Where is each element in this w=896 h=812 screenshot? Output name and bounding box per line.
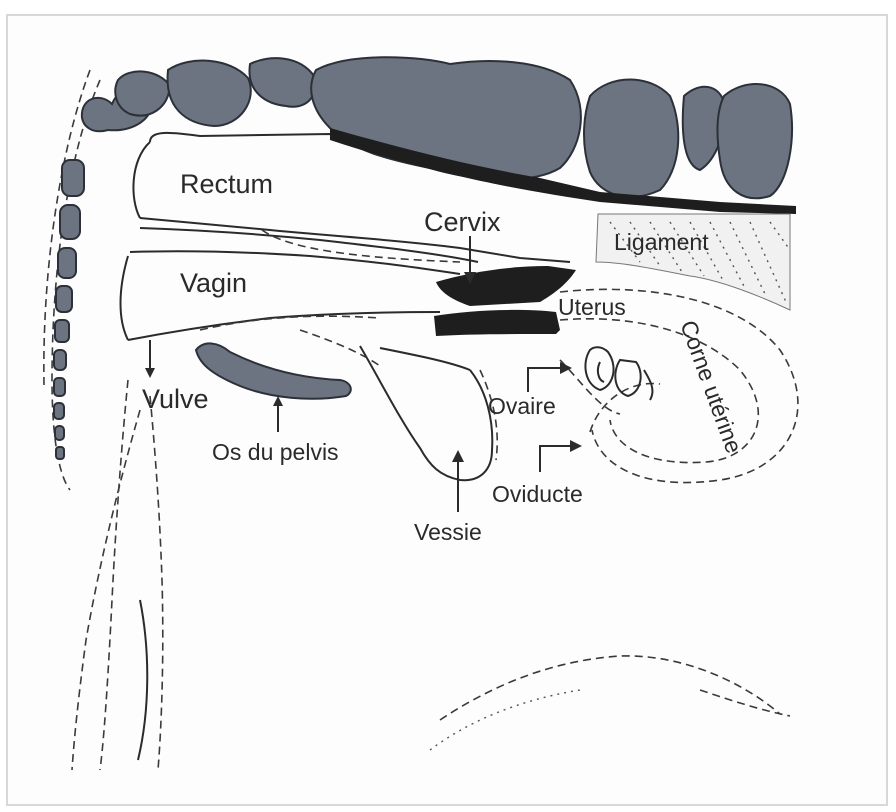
oviducte-pointer: [540, 446, 574, 472]
label-vagin: Vagin: [180, 268, 247, 298]
vessie-pointer-arrow: [452, 450, 464, 462]
oviducte-pointer-arrow: [570, 440, 582, 452]
uterus-mass: [434, 310, 560, 336]
spine: [44, 70, 100, 490]
ovaire-pointer-arrow: [560, 362, 572, 374]
label-cervix: Cervix: [424, 207, 501, 237]
cervix-mass: [436, 266, 576, 306]
label-ovaire: Ovaire: [488, 393, 556, 419]
vulve-pointer-arrow: [145, 368, 155, 378]
ovaire-pointer: [528, 368, 564, 392]
label-vessie: Vessie: [414, 519, 482, 545]
label-rectum: Rectum: [180, 169, 273, 199]
label-vulve: Vulve: [142, 384, 209, 414]
label-ligament: Ligament: [614, 229, 709, 255]
label-oviducte: Oviducte: [492, 481, 583, 507]
pelvis-bone: [196, 343, 351, 398]
label-corne-uterine: Corne utérine: [675, 317, 747, 457]
label-uterus: Uterus: [558, 294, 626, 320]
label-os-du-pelvis: Os du pelvis: [212, 439, 339, 465]
body-outline: [72, 380, 790, 770]
